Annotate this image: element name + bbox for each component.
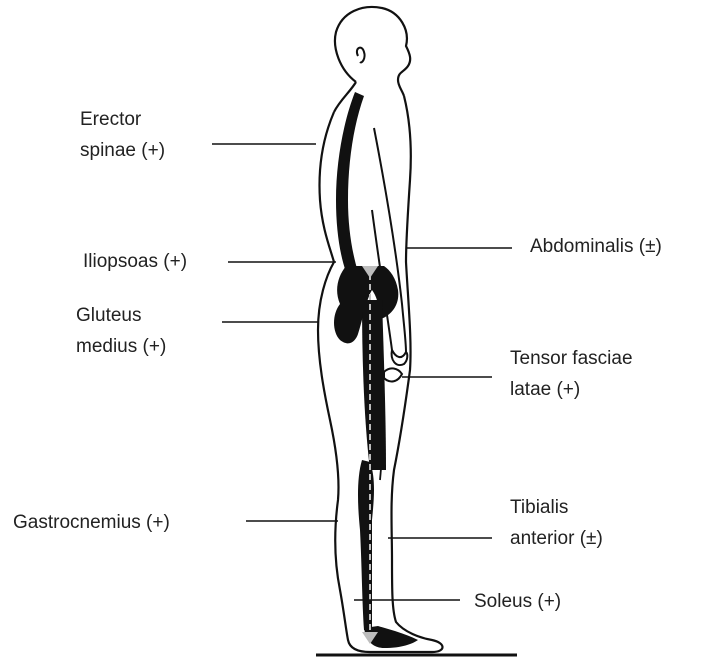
label-tibialis-anterior-line1: Tibialis (510, 492, 603, 523)
label-erector-spinae-line2: spinae (+) (80, 135, 165, 166)
ear-outline (357, 48, 365, 63)
tensor-fasciae-latae-muscle (384, 368, 402, 381)
label-soleus: Soleus (+) (474, 586, 561, 617)
label-gluteus-medius-line1: Gluteus (76, 300, 166, 331)
label-tibialis-anterior-line2: anterior (±) (510, 523, 603, 554)
calf-muscle (358, 460, 374, 630)
label-tibialis-anterior: Tibialis anterior (±) (510, 492, 603, 554)
label-erector-spinae-line1: Erector (80, 104, 165, 135)
label-tensor-fasciae-latae-line2: latae (+) (510, 374, 633, 405)
label-tensor-fasciae-latae-line1: Tensor fasciae (510, 343, 633, 374)
label-abdominalis: Abdominalis (±) (530, 231, 662, 262)
label-erector-spinae: Erector spinae (+) (80, 104, 165, 166)
label-gluteus-medius-line2: medius (+) (76, 331, 166, 362)
thigh-muscle (362, 300, 386, 470)
erector-spinae-muscle (336, 92, 364, 272)
head-outline (335, 7, 410, 96)
label-iliopsoas: Iliopsoas (+) (83, 246, 187, 277)
label-gluteus-medius: Gluteus medius (+) (76, 300, 166, 362)
label-gastrocnemius: Gastrocnemius (+) (13, 507, 170, 538)
label-tensor-fasciae-latae: Tensor fasciae latae (+) (510, 343, 633, 405)
